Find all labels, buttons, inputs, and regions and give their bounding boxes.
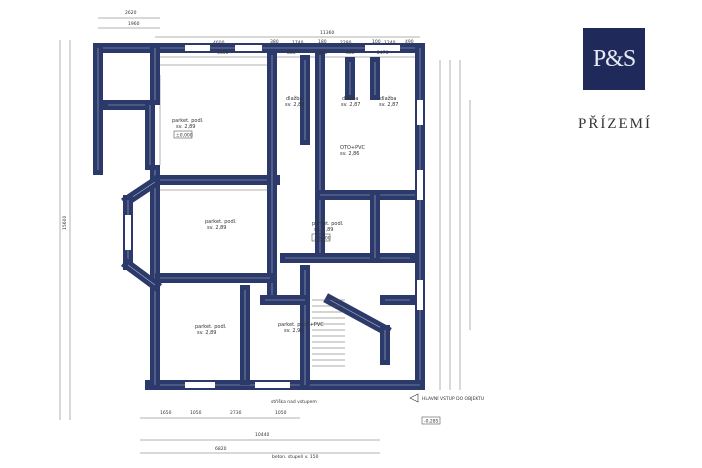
room-height: sv. 2,87 xyxy=(341,102,361,108)
room-label: dlažba xyxy=(342,95,359,102)
room-height: sv. 2,89 xyxy=(314,227,334,233)
dim-label: 1050 xyxy=(275,410,287,416)
dim-bottom-total: 10440 xyxy=(255,432,269,438)
dim-label: 2730 xyxy=(230,410,242,416)
room-height: sv. 2,89 xyxy=(197,330,217,336)
dim-label: 2470 xyxy=(377,50,389,56)
dim-label: 180 xyxy=(318,39,327,45)
dimension-labels: 11360 2620 1960 4600 380 1740 180 2280 1… xyxy=(62,10,414,452)
level-marks: ±0,000 ±0,000 -0,285 xyxy=(173,130,441,425)
level-mark: -0,285 xyxy=(424,419,439,425)
dim-left-total: 15600 xyxy=(62,216,68,230)
dim-label: 880 xyxy=(287,50,296,56)
dim-label: 380 xyxy=(270,39,279,45)
dim-label: 1740 xyxy=(292,40,304,46)
dim-label: 5600 xyxy=(217,50,229,56)
dim-label: 880 xyxy=(346,50,355,56)
dim-top-total: 11360 xyxy=(320,30,334,36)
dim-label: 490 xyxy=(405,39,414,45)
room-label: dlažba xyxy=(380,95,397,102)
room-label: dlažba xyxy=(286,95,303,102)
annotations: HLAVNÍ VSTUP DO OBJEKTU beton. stupeň v.… xyxy=(271,393,484,460)
entrance-arrow-icon xyxy=(409,393,419,403)
wall-inner-line xyxy=(127,264,156,286)
room-label: parket. podl. xyxy=(195,324,227,330)
level-mark: ±0,000 xyxy=(176,133,193,139)
dim-label: 100 xyxy=(372,39,381,45)
room-height: sv. 2,86 xyxy=(340,151,360,157)
room-label: parket. podl.+PVC xyxy=(278,322,324,328)
room-height: sv. 2,89 xyxy=(176,124,196,130)
wall-inner-line xyxy=(329,299,386,331)
room-height: sv. 2,89 xyxy=(285,102,305,108)
walls xyxy=(93,43,425,390)
room-labels: parket. podl. sv. 2,89 dlažba sv. 2,89 d… xyxy=(172,95,399,336)
room-label: parket. podl. xyxy=(205,219,237,225)
level-mark: ±0,000 xyxy=(314,236,331,242)
brand-logo: P&S xyxy=(583,28,645,90)
dim-label: 2280 xyxy=(340,40,352,46)
dim-top-left-inner: 1960 xyxy=(128,21,140,27)
dim-top-left: 2620 xyxy=(125,10,137,16)
entrance-label: HLAVNÍ VSTUP DO OBJEKTU xyxy=(422,395,484,402)
dim-label: 1650 xyxy=(160,410,172,416)
floor-title: PŘÍZEMÍ xyxy=(578,116,652,132)
dim-label: 1240 xyxy=(384,40,396,46)
room-height: sv. 2,90 xyxy=(284,328,304,334)
canopy-label: stříška nad vstupem xyxy=(271,398,317,405)
dim-label: 1880 xyxy=(316,50,328,56)
room-height: sv. 2,89 xyxy=(207,225,227,231)
room-label: parket. podl. xyxy=(312,221,344,227)
dim-label: 4600 xyxy=(213,40,225,46)
step-label: beton. stupeň v. 150 xyxy=(272,453,319,460)
dimension-lines xyxy=(59,17,471,454)
dim-bottom-left: 6820 xyxy=(215,446,227,452)
room-label: parket. podl. xyxy=(172,118,204,124)
room-label: OTO+PVC xyxy=(340,145,366,151)
room-height: sv. 2,87 xyxy=(379,102,399,108)
dim-label: 1050 xyxy=(190,410,202,416)
